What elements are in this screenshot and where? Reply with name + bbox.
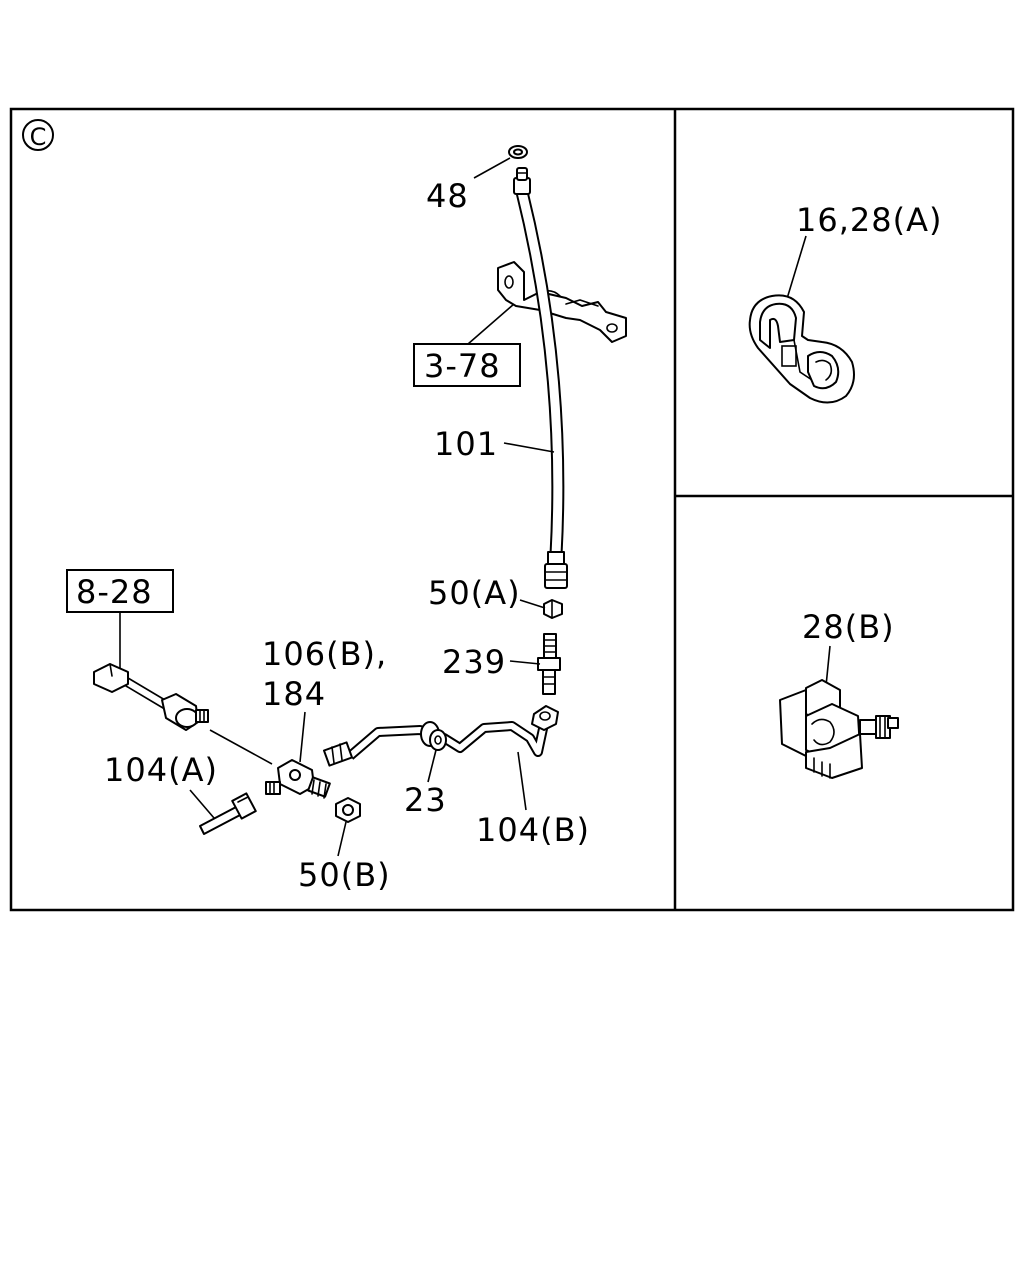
label-239: 239 [442,643,506,681]
label-3-78: 3-78 [424,347,501,385]
clip-28b [779,679,899,779]
diagram-frames [9,107,1015,912]
leader-50a [519,599,546,609]
leader-28b [825,645,831,687]
leader-106b-184 [299,711,306,763]
leader-101 [503,442,555,453]
clip-23 [420,721,447,751]
fitting-104a [199,792,257,835]
leader-sensor-to-tee [209,729,273,765]
ref-box-8-28 [66,569,174,613]
label-8-28: 8-28 [76,573,153,611]
label-106b: 106(B), [262,635,387,673]
hose-101 [513,167,568,589]
label-184: 184 [262,675,326,713]
label-104a: 104(A) [104,751,218,789]
sensor-8-28 [93,663,209,731]
leader-23 [427,749,437,783]
label-16-28a: 16,28(A) [796,201,942,239]
connector-239 [537,633,561,695]
label-48: 48 [426,177,469,215]
leader-16-28a [785,235,807,303]
label-101: 101 [434,425,498,463]
label-104b: 104(B) [476,811,590,849]
view-marker-letter: C [30,123,47,151]
pipe-104b [322,705,559,767]
bracket-3-78 [497,261,627,343]
leader-239 [509,660,541,665]
tee-fitting-106b [265,759,331,799]
leader-48 [473,157,511,179]
nut-50a [543,599,563,619]
label-50a: 50(A) [428,574,521,612]
nut-50b [335,797,361,823]
clip-16-28a [748,294,855,404]
washer-48 [508,145,528,159]
leader-50b [337,821,347,857]
view-marker: C [22,119,54,151]
label-28b: 28(B) [802,608,895,646]
leader-104a [189,789,215,819]
outer-frame [9,107,1015,912]
ref-box-3-78 [413,343,521,387]
label-50b: 50(B) [298,856,391,894]
leader-104b [517,751,527,811]
leader-3-78 [467,303,515,345]
label-23: 23 [404,781,447,819]
